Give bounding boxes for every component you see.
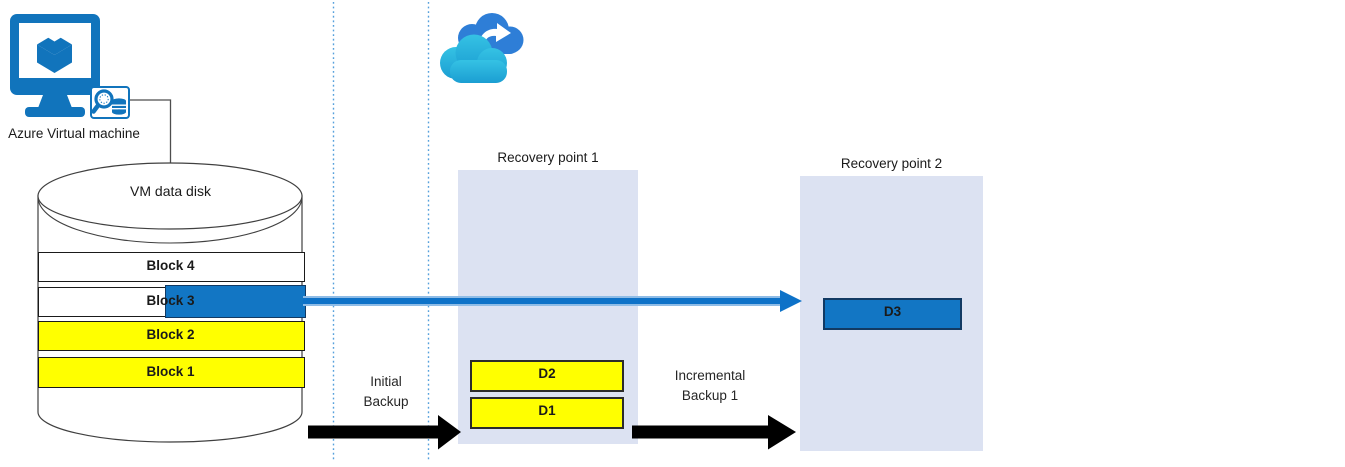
recovery-point-2-title: Recovery point 2 <box>840 156 943 171</box>
cloud-sync-arrow <box>479 23 511 46</box>
cloud-front <box>440 34 507 83</box>
recovery-point-2-item-d3: D3 <box>823 298 962 330</box>
recovery-point-1-item-d1: D1 <box>470 397 624 429</box>
disk-block-4-label: Block 4 <box>146 258 195 273</box>
vm-disk-title: VM data disk <box>130 183 211 199</box>
recovery-point-1-item-d2: D2 <box>470 360 624 392</box>
initial-backup-label: Initial Backup <box>363 374 409 409</box>
azure-vm-label: Azure Virtual machine <box>8 126 140 141</box>
recovery-point-1-title: Recovery point 1 <box>497 150 599 165</box>
disk-block-1-label: Block 1 <box>146 364 195 379</box>
disk-block-4 <box>38 252 305 282</box>
vm-to-disk-connector <box>129 99 172 164</box>
disk-block-3-label: Block 3 <box>146 293 195 308</box>
disk-block-3-changed-highlight <box>165 285 306 318</box>
backup-cloud-icon <box>440 13 524 83</box>
disk-block-2 <box>38 321 305 351</box>
disk-magnifier-icon <box>90 86 130 119</box>
disk-block-1 <box>38 357 305 388</box>
disk-block-2-label: Block 2 <box>146 327 195 342</box>
azure-vm-icon <box>10 14 130 119</box>
incremental-backup-label: Incremental Backup 1 <box>674 368 746 403</box>
